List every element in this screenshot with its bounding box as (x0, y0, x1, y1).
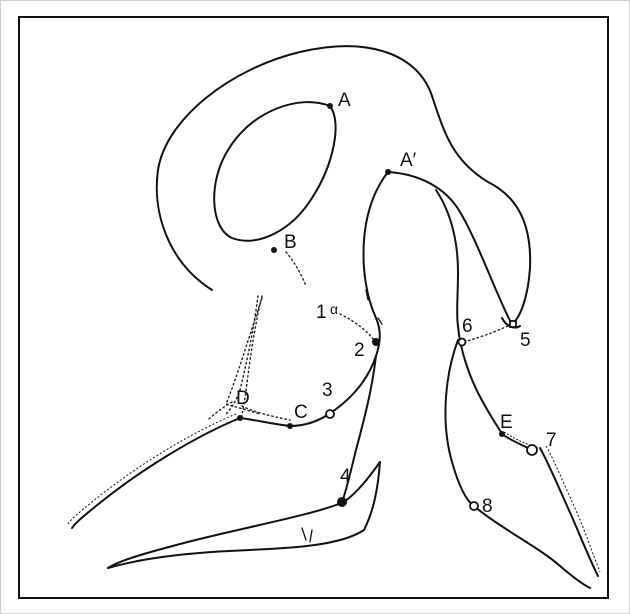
point-5 (510, 321, 516, 327)
point-4 (337, 497, 347, 507)
label-d: D (236, 388, 250, 409)
label-b: B (284, 232, 297, 253)
label-6: 6 (462, 316, 473, 337)
left-neck-contour (290, 172, 388, 426)
point-7 (527, 445, 537, 455)
label-alpha: α (330, 301, 338, 317)
point-a-prime (385, 169, 391, 175)
label-3: 3 (322, 380, 333, 401)
label-7: 7 (546, 430, 557, 451)
label-8: 8 (482, 496, 493, 517)
right-descending-hatch (546, 446, 600, 572)
label-2: 2 (354, 340, 365, 361)
label-5: 5 (520, 330, 531, 351)
label-c: C (294, 402, 308, 423)
point-c (287, 423, 293, 429)
point-6 (459, 339, 466, 346)
outer-contour (157, 46, 530, 324)
point-2 (372, 338, 380, 346)
label-e: E (500, 412, 513, 433)
jaw-tick-right (310, 530, 312, 542)
inner-oval (214, 102, 335, 241)
point-3 (326, 410, 334, 418)
c-to-d-line (240, 418, 290, 426)
point-d (237, 415, 243, 421)
right-lower-contour (445, 340, 474, 506)
label-a: A (338, 90, 351, 111)
label-a-prime: A′ (400, 150, 417, 171)
point-8 (470, 502, 478, 510)
dotted-b-line (286, 252, 306, 286)
top-arch (388, 172, 512, 324)
dotted-angle-line (340, 314, 374, 340)
point-b (271, 247, 277, 253)
label-1: 1 (316, 302, 327, 323)
right-neck-contour (436, 190, 532, 450)
jaw-tick-left (302, 528, 306, 540)
label-4: 4 (340, 466, 351, 487)
lower-left-line (72, 418, 240, 528)
point-a (327, 103, 333, 109)
